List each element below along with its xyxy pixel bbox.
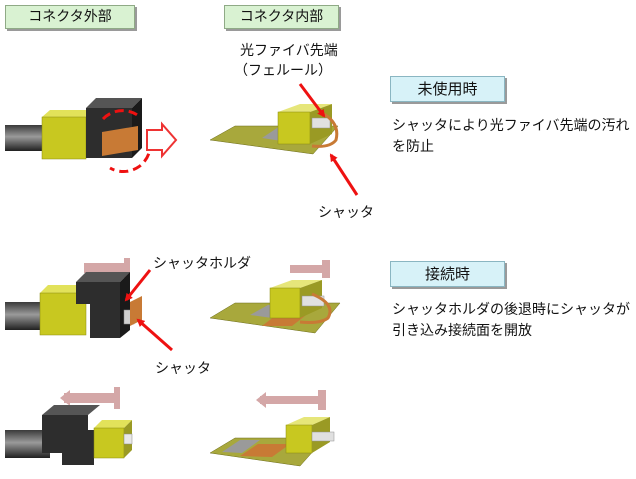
shutter xyxy=(240,444,290,457)
outer-connector-unused xyxy=(5,98,178,173)
retract-arrow xyxy=(64,387,120,409)
label-shutter-holder: シャッタホルダ xyxy=(153,256,251,272)
shutter xyxy=(299,292,332,324)
shutter-holder xyxy=(76,282,120,304)
inner-connector-retracting xyxy=(209,260,341,334)
ferrule xyxy=(123,433,133,445)
shutter xyxy=(102,126,138,156)
retract-arrow xyxy=(290,260,330,278)
open-arrow xyxy=(146,121,178,159)
ferrule xyxy=(311,431,335,442)
outer-connector-connected xyxy=(5,387,133,465)
inner-connector-unused xyxy=(209,104,339,155)
arrow-shutter-top xyxy=(329,153,359,196)
label-fiber-tip: 光ファイバ先端 xyxy=(240,43,338,59)
label-shutter-top: シャッタ xyxy=(318,205,374,221)
cable xyxy=(5,125,45,151)
state-connected-description: シャッタホルダの後退時にシャッタが引き込み接続面を開放 xyxy=(392,302,630,339)
state-unused-description: シャッタにより光ファイバ先端の汚れを防止 xyxy=(392,118,630,155)
annotation-arrows xyxy=(124,83,359,352)
arrow-shutter-mid xyxy=(136,318,173,352)
state-connected-title: 接続時 xyxy=(390,261,505,287)
arrow-fiber-tip xyxy=(298,83,326,118)
connector-body xyxy=(93,427,125,459)
label-ferrule: （フェルール） xyxy=(234,63,332,79)
retract-arrow xyxy=(260,390,326,410)
connector-body xyxy=(41,116,87,160)
ferrule xyxy=(311,117,331,129)
arrow-shutter-holder xyxy=(124,269,152,302)
heading-connector-inner: コネクタ内部 xyxy=(224,5,339,29)
cable xyxy=(5,302,45,330)
outer-connector-retracting xyxy=(5,258,142,338)
shutter xyxy=(311,112,339,148)
fiber-block xyxy=(269,287,301,319)
label-shutter-mid: シャッタ xyxy=(155,361,211,377)
heading-connector-outer: コネクタ外部 xyxy=(5,5,135,29)
fiber-block xyxy=(277,111,311,145)
state-unused-title: 未使用時 xyxy=(390,76,505,102)
inner-connector-connected xyxy=(209,390,335,467)
shutter xyxy=(130,296,142,326)
fiber-block xyxy=(285,424,313,454)
